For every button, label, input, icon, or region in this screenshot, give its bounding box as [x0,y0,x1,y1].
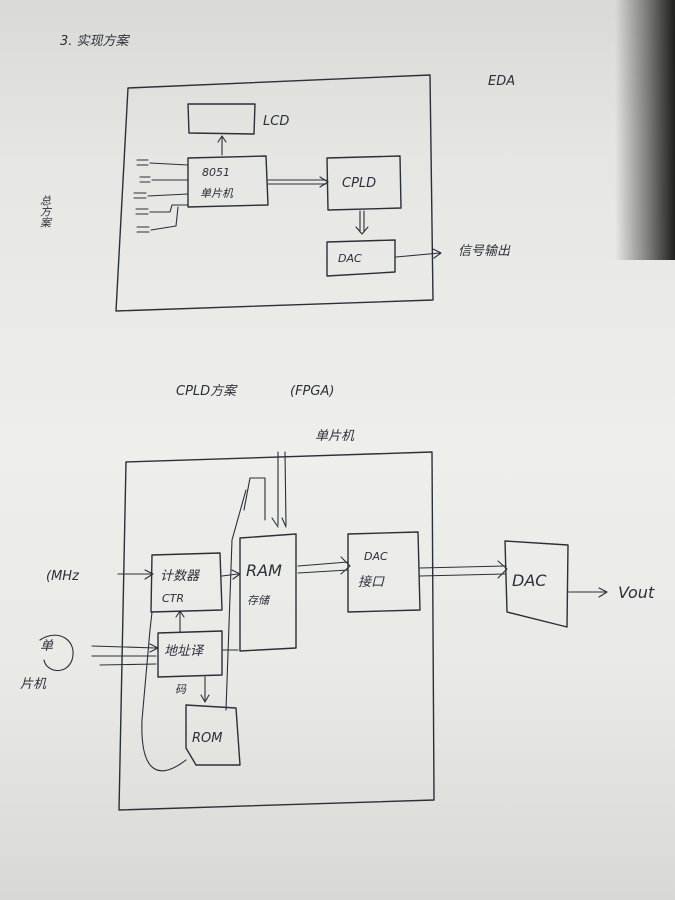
scheme2-title: CPLD方案 [176,384,238,399]
mcu-side-label-line1: 单 [40,639,54,654]
ram-block [239,533,297,652]
clock-label: (MHz [46,569,80,584]
cpld-label: CPLD [342,176,376,191]
address-decoder-block [157,630,223,678]
dac-ctrl-label-line1: DAC [364,550,388,563]
scheme2-diagram: CPLD方案 (FPGA) 单片机 RAM 存储 计数器 CTR (MHz 地址 [20,384,655,811]
top-mcu-input-arrows [271,451,287,528]
addr-label-line2: 码 [175,683,187,696]
mcu-side-scribble [39,634,74,672]
lcd-label: LCD [263,114,289,129]
dac-label: DAC [338,252,362,265]
external-dac-label: DAC [512,571,547,590]
dac-ctrl-to-dac-arrow [419,560,508,579]
section-title: 3. 实现方案 [60,33,131,49]
lcd-to-mcu-arrow [217,135,227,156]
counter-to-ram-arrow [221,569,241,580]
signal-output-label: 信号输出 [458,244,511,259]
top-mcu-label: 单片机 [315,429,355,444]
dac-interface-block [347,531,421,613]
lcd-block [187,103,256,135]
decoder-to-ram-bus [221,489,247,711]
mcu-block [187,155,269,208]
clock-input-arrow [117,569,154,580]
scheme2-title-note: (FPGA) [290,384,334,399]
mcu-label-line2: 单片机 [200,187,234,200]
ram-sub-label: 存储 [247,594,271,607]
vout-arrow [567,587,608,598]
scheme1-corner-label: EDA [488,74,515,89]
counter-block [150,552,223,613]
cpld-block [326,155,402,211]
vout-label: Vout [618,583,655,602]
rom-label: ROM [192,731,222,746]
counter-label-line2: CTR [162,592,184,605]
decoder-to-counter-arrow [175,610,185,633]
ram-to-dac-ctrl-arrow [297,556,351,575]
counter-label-line1: 计数器 [160,569,200,584]
dac-ctrl-label-line2: 接口 [358,575,385,590]
decoder-to-rom-arrow [200,676,210,703]
scheme1-diagram: 总方案 EDA LCD 8051 单片机 [38,74,515,312]
dac-output-arrow [395,248,442,259]
external-dac-block [504,540,569,628]
scheme1-side-label: 总方案 [38,195,52,228]
addr-label-line1: 地址译 [164,644,205,659]
scheme2-outer-box [118,451,435,811]
mcu-side-label-line2: 片机 [20,677,47,692]
mcu-to-cpld-arrow [267,176,329,188]
cpld-to-dac-arrow [355,210,369,235]
dac-block [326,239,396,277]
rom-block [185,704,241,766]
rom-loop-back [141,611,187,772]
ram-label: RAM [246,561,282,580]
mcu-label-line1: 8051 [202,166,230,179]
mcu-to-decoder-arrows [91,643,159,666]
top-mcu-bus [243,477,266,521]
key-switch-group [133,159,189,233]
page-edge-shadow [615,0,675,260]
scheme1-outer-box [115,74,434,312]
